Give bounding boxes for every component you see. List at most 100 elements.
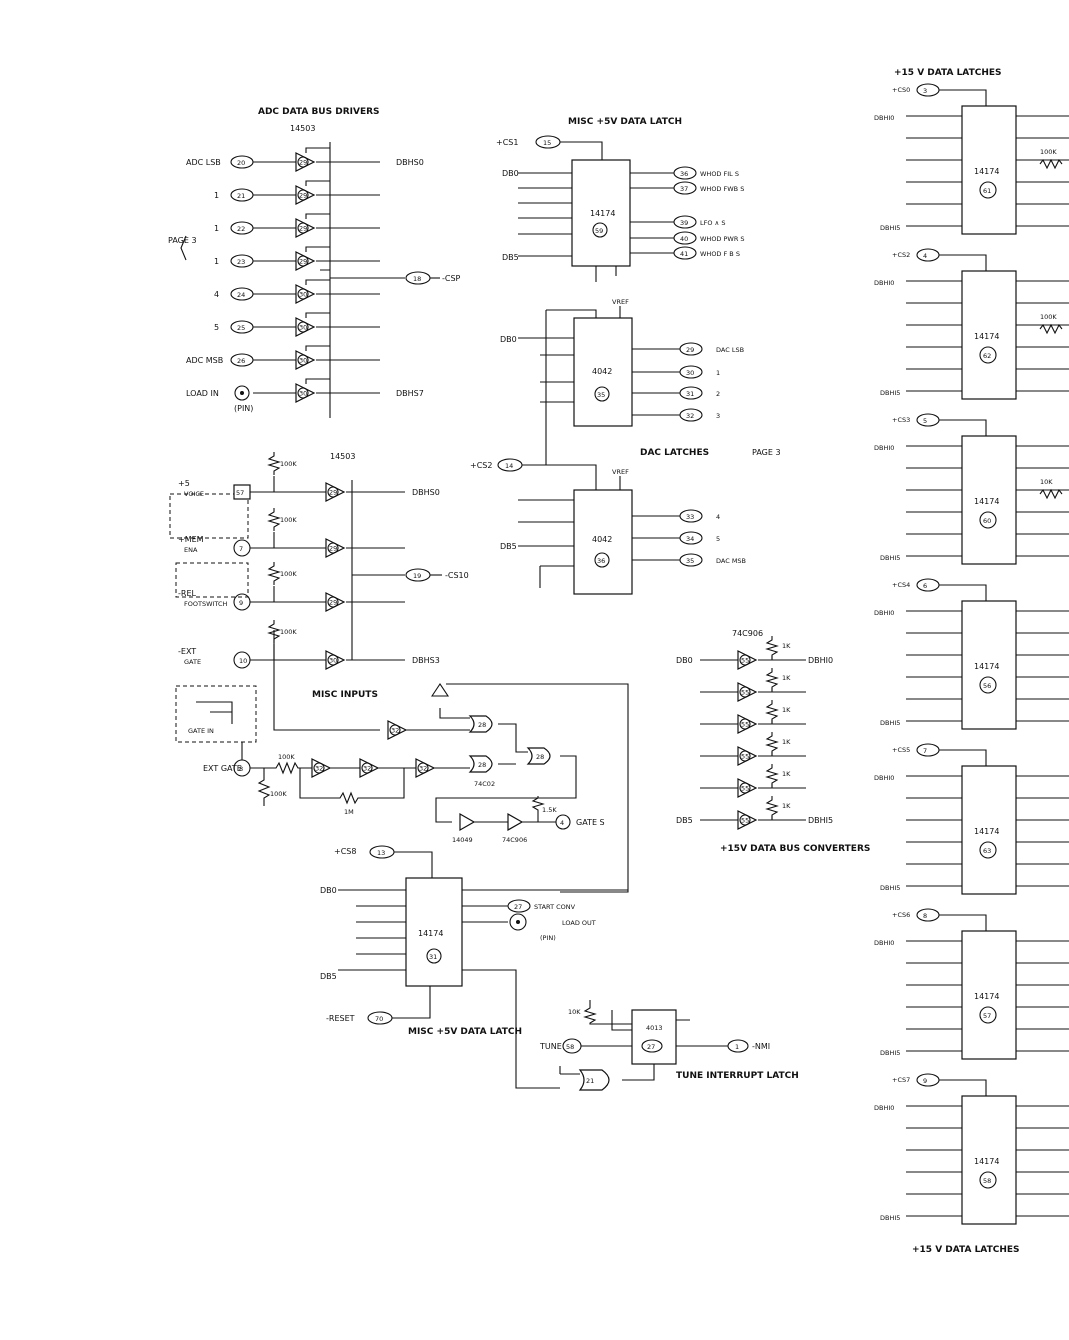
latch-block-4-ic-num: 63	[983, 847, 991, 855]
latch-block-4-in-top: DBHI0	[874, 774, 894, 782]
gate-out-label: GATE S	[576, 818, 605, 827]
adc-row-6-label: ADC MSB	[186, 356, 223, 365]
latch-block-3-clk-wire	[939, 584, 987, 601]
converter-row-5-res-label: 1K	[782, 802, 791, 810]
misc-in-row-1-res	[267, 508, 281, 531]
latch31-out-label-1: LOAD OUT	[562, 919, 596, 927]
misc-in-row-0-wire	[250, 476, 405, 493]
tune-ic: 4013	[646, 1024, 663, 1032]
tune-pin: 58	[566, 1043, 574, 1051]
nor-gate-28a	[468, 715, 493, 733]
latch-block-6-in-top: DBHI0	[874, 1104, 894, 1112]
ic-4042-35	[573, 317, 633, 427]
latch-block-6-cs-num: 9	[923, 1077, 927, 1085]
misc-enable-pin: 19	[413, 572, 421, 580]
latch59-ic-num: 59	[595, 227, 603, 235]
dac35-out-label-2: 2	[716, 390, 720, 398]
latch-block-2-clk-wire	[939, 419, 987, 436]
converter-row-5-in: DB5	[676, 816, 693, 825]
latch-block-1-ic-ring	[979, 346, 997, 364]
converter-row-0-out: DBHI0	[808, 656, 833, 665]
latch59-out-pin-1-bubble	[673, 181, 697, 195]
adc-row-1-gate-num-ring	[297, 189, 309, 201]
ic-14174-31	[405, 877, 463, 987]
latch-block-0-in-top: DBHI0	[874, 114, 894, 122]
adc-row-2-pin: 22	[237, 225, 245, 233]
converter-row-1-gate-num-ring	[739, 686, 751, 698]
latch-block-6-ic-num: 58	[983, 1177, 991, 1185]
adc-row-5-gate-num: 30	[299, 324, 307, 332]
misc-in-row-2-label-a: -REL	[178, 589, 197, 598]
adc-row-2-wire	[253, 213, 380, 229]
converter-row-0-res	[765, 636, 779, 659]
latch-block-3-ic-box	[961, 600, 1017, 730]
latch59-in-hi: DB5	[502, 253, 519, 262]
ext-gate-inverter-1-num-ring	[361, 762, 373, 774]
adc-row-0-wire	[253, 147, 380, 163]
latch-block-6-in-bottom: DBHI5	[880, 1214, 900, 1222]
converter-row-1-gate-num: 55	[741, 689, 749, 697]
dac35-out-pin-0-bubble	[679, 342, 703, 356]
adc-row-5-label: 5	[214, 323, 219, 332]
misc-in-row-2-wire	[250, 586, 405, 603]
ic-14174-59	[571, 159, 631, 267]
misc-in-row-3-gate-num: 30	[329, 657, 337, 665]
voice-switch-box	[169, 493, 249, 539]
latch-block-6-ic: 14174	[974, 1157, 999, 1166]
converter-row-5-gate-num: 55	[741, 817, 749, 825]
dac35-out-label-0: DAC LSB	[716, 346, 744, 354]
latch-block-0-clk-wire	[939, 89, 987, 106]
adc-row-6-gate-num-ring	[297, 354, 309, 366]
ext-gate-label: EXT GATE	[203, 764, 242, 773]
dac35-out-label-1: 1	[716, 369, 720, 377]
latch-block-2-ic-box	[961, 435, 1017, 565]
latch-block-2-cs-num: 5	[923, 417, 927, 425]
dac35-out-pin-2: 31	[686, 390, 694, 398]
latch59-cs: +CS1	[496, 138, 518, 147]
adc-row-0-out: DBHS0	[396, 158, 424, 167]
misc-in-row-3-out: DBHS3	[412, 656, 440, 665]
latch-block-5-ic-ring	[979, 1006, 997, 1024]
reset-bubble	[367, 1011, 393, 1025]
adc-row-0-gate-num: 29	[299, 159, 307, 167]
converter-row-5-out: DBHI5	[808, 816, 833, 825]
latch-block-0-ic-ring	[979, 181, 997, 199]
latch-block-2-cs-num-bubble	[916, 413, 940, 427]
latch31-ic-num: 31	[429, 953, 437, 961]
nor-gate-28b	[468, 755, 493, 773]
latch-block-1-in-top: DBHI0	[874, 279, 894, 287]
adc-row-3-gate-num-ring	[297, 255, 309, 267]
latch59-out-pin-1: 37	[680, 185, 688, 193]
latch-block-4-ic-ring	[979, 841, 997, 859]
converter-row-3-gate-num: 55	[741, 753, 749, 761]
latch-block-4-cs-num-bubble	[916, 743, 940, 757]
latch-block-3-in-bottom: DBHI5	[880, 719, 900, 727]
latch59-title: MISC +5V DATA LATCH	[568, 117, 682, 127]
adc-row-1-wire	[253, 180, 380, 196]
adc-row-4-wire	[253, 279, 380, 295]
misc-in-row-1-label-b: ENA	[184, 546, 198, 554]
converters-part: 74C906	[732, 629, 763, 638]
dac36-out-label-0: 4	[716, 513, 720, 521]
converter-row-3-res	[765, 732, 779, 755]
ext-gate-inverter-0-num: 32	[315, 765, 323, 773]
converter-row-4-gate-num-ring	[739, 782, 751, 794]
latch31-out-jack	[509, 913, 527, 931]
latch31-out-pin-0: 27	[514, 903, 522, 911]
latch-block-3-cs-num-bubble	[916, 578, 940, 592]
misc-in-row-1-label-a: +MEM	[178, 535, 204, 544]
latch-block-4-clk-wire	[939, 749, 987, 766]
latch-block-0-in-bottom: DBHI5	[880, 224, 900, 232]
latch-block-4-in-bottom: DBHI5	[880, 884, 900, 892]
latch-block-1-cs-num-bubble	[916, 248, 940, 262]
svg-text:28: 28	[478, 761, 486, 769]
